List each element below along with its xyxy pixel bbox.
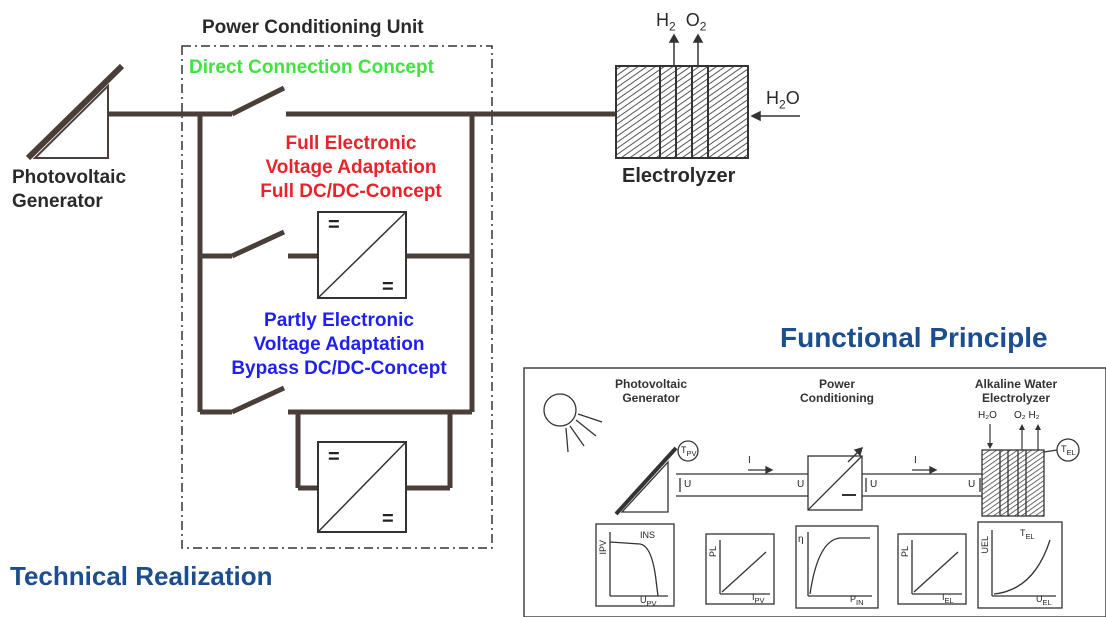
fp-current-el: I [914,455,917,466]
technical-realization-title: Technical Realization [10,561,273,591]
graph1-xlabel: UPV [640,595,657,608]
graph-uel-iel [977,521,1063,609]
graph3-ylabel: η [798,534,804,545]
fp-o2h2-label: O₂ H₂ [1014,410,1040,421]
graph2-ylabel: PL [708,546,718,558]
fp-tpv-label: TPV [681,445,697,458]
fp-h2o-label: H₂O [978,410,997,421]
wiring [108,85,616,491]
fp-current-pv: I [748,455,751,466]
graph4-xlabel: IEL [942,592,954,605]
sun-icon [543,393,603,453]
graph5-xlabel: UEL [1036,594,1052,607]
graph1-extra: INS [640,530,656,540]
graph1-ylabel: IPV [598,540,608,555]
pcu-boundary [181,45,493,549]
gas-labels: H2 O2 [656,10,707,34]
converter-dc-symbol: = [382,508,394,530]
direct-connection-label: Direct Connection Concept [189,57,434,78]
graph-pl-iel [897,533,967,605]
functional-wiring [676,465,982,497]
graph-pl-ipv [705,533,775,605]
pv-panel-icon [25,63,125,161]
electrolyzer-label: Electrolyzer [622,165,736,187]
graph-eta-pin [795,525,879,609]
graph5-extra: TEL [1020,528,1035,541]
partly-electronic-label: Partly Electronic Voltage Adaptation Byp… [231,310,447,379]
converter-dc-symbol: = [328,446,340,468]
full-electronic-label: Full Electronic Voltage Adaptation Full … [260,133,442,202]
converter-dc-symbol: = [382,276,394,298]
converter-dc-symbol: = [328,214,340,236]
fp-power-conditioning-label: Power Conditioning [800,377,874,405]
fp-alkaline-label: Alkaline Water Electrolyzer [974,377,1058,405]
fp-voltage-conv-in: U [797,479,805,490]
pv-generator-label: Photovoltaic Generator [12,167,127,212]
fp-voltage-el: U [968,479,976,490]
graph2-xlabel: IPV [752,592,765,605]
fp-voltage-conv-out: U [870,479,878,490]
dc-dc-converter-full [317,211,407,299]
graph-iv [595,523,675,607]
graph3-xlabel: PIN [850,594,864,607]
fp-tel-label: TEL [1061,444,1076,457]
fp-pv-generator-label: Photovoltaic Generator [614,377,687,405]
graph4-ylabel: PL [900,546,910,558]
electrolyzer-icon [615,65,749,159]
pcu-title: Power Conditioning Unit [202,17,424,38]
dc-dc-converter-bypass [317,441,407,533]
graph5-ylabel: UEL [980,536,990,554]
small-converter-icon [807,447,863,511]
small-electrolyzer-icon [981,424,1080,517]
water-label: H2O [766,88,800,112]
small-pv-panel-icon [614,440,699,516]
functional-principle-title: Functional Principle [780,322,1048,353]
fp-voltage-pv: U [684,479,692,490]
water-inlet-arrow [750,110,800,122]
gas-outlet-arrows [668,33,704,66]
